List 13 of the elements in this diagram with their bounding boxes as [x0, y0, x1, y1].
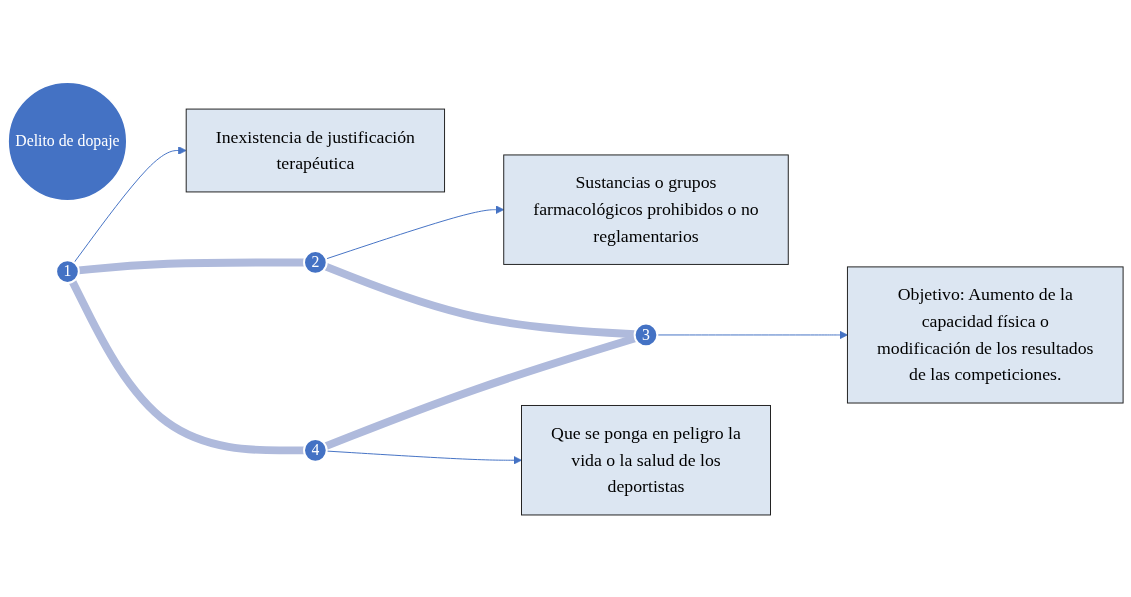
- connector: [324, 334, 637, 450]
- connector: [78, 258, 305, 275]
- node-box: Sustancias o grupos farmacológicos prohibidos o no reglamentarios: [503, 154, 789, 265]
- node-circle: 3: [633, 322, 659, 348]
- node-box: Que se ponga en peligro la vida o la salud de los deportistas: [521, 405, 771, 516]
- connector: [324, 263, 635, 339]
- node-circle: 2: [303, 250, 328, 275]
- node-circle: Delito de dopaje: [6, 80, 128, 203]
- node-box: Inexistencia de justificación terapéutica: [185, 108, 446, 193]
- node-circle: 4: [303, 438, 328, 463]
- node-circle: 1: [55, 259, 80, 284]
- node-box: Objetivo: Aumento de la capacidad física o modificación de los resultados de las competiciones.: [846, 266, 1124, 404]
- connector: [69, 279, 305, 455]
